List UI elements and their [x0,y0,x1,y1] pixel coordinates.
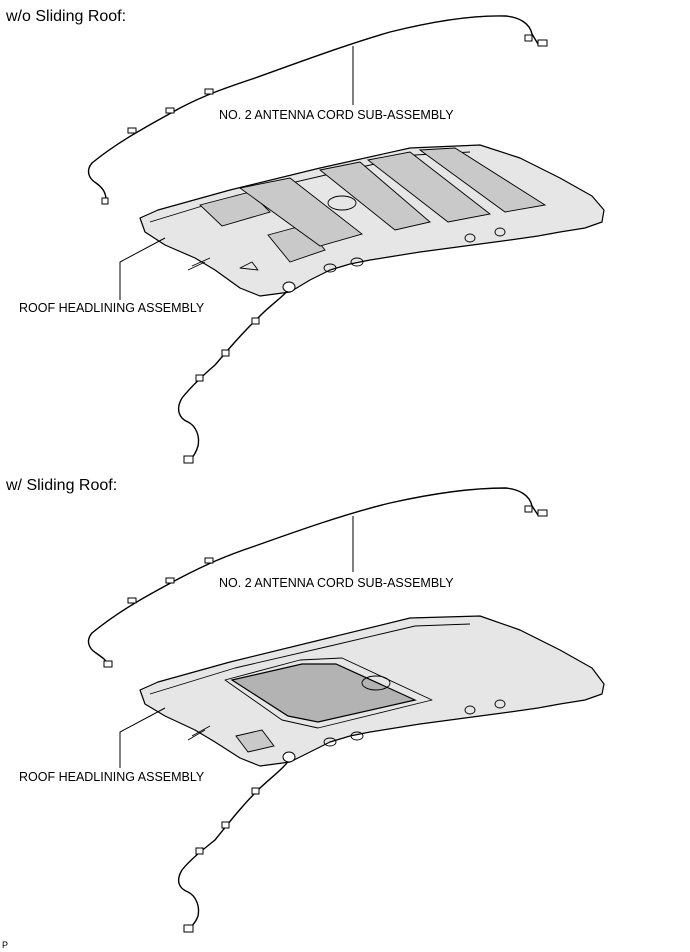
section-with-sliding-roof-art [87,487,605,933]
roof-headlining-label: ROOF HEADLINING ASSEMBLY [19,301,205,315]
roof-headlining-label-2: ROOF HEADLINING ASSEMBLY [19,770,205,784]
roof-headlining-panel [139,144,605,297]
section-without-sliding-roof-art [87,15,605,464]
headlining-leader-1 [119,237,166,300]
antenna-cord-lower [177,281,296,464]
antenna-cord-upper-2 [87,487,548,668]
roof-headlining-panel-2 [139,615,605,767]
antenna-cord-lower-2 [177,751,296,933]
antenna-cord-label: NO. 2 ANTENNA CORD SUB-ASSEMBLY [219,108,454,122]
section-title-without-sliding-roof: w/o Sliding Roof: [6,8,127,25]
footer-code: P [2,940,9,950]
section-title-with-sliding-roof: w/ Sliding Roof: [6,477,118,494]
antenna-cord-upper [87,15,548,205]
headlining-leader-2 [119,707,166,768]
antenna-cord-label-2: NO. 2 ANTENNA CORD SUB-ASSEMBLY [219,576,454,590]
